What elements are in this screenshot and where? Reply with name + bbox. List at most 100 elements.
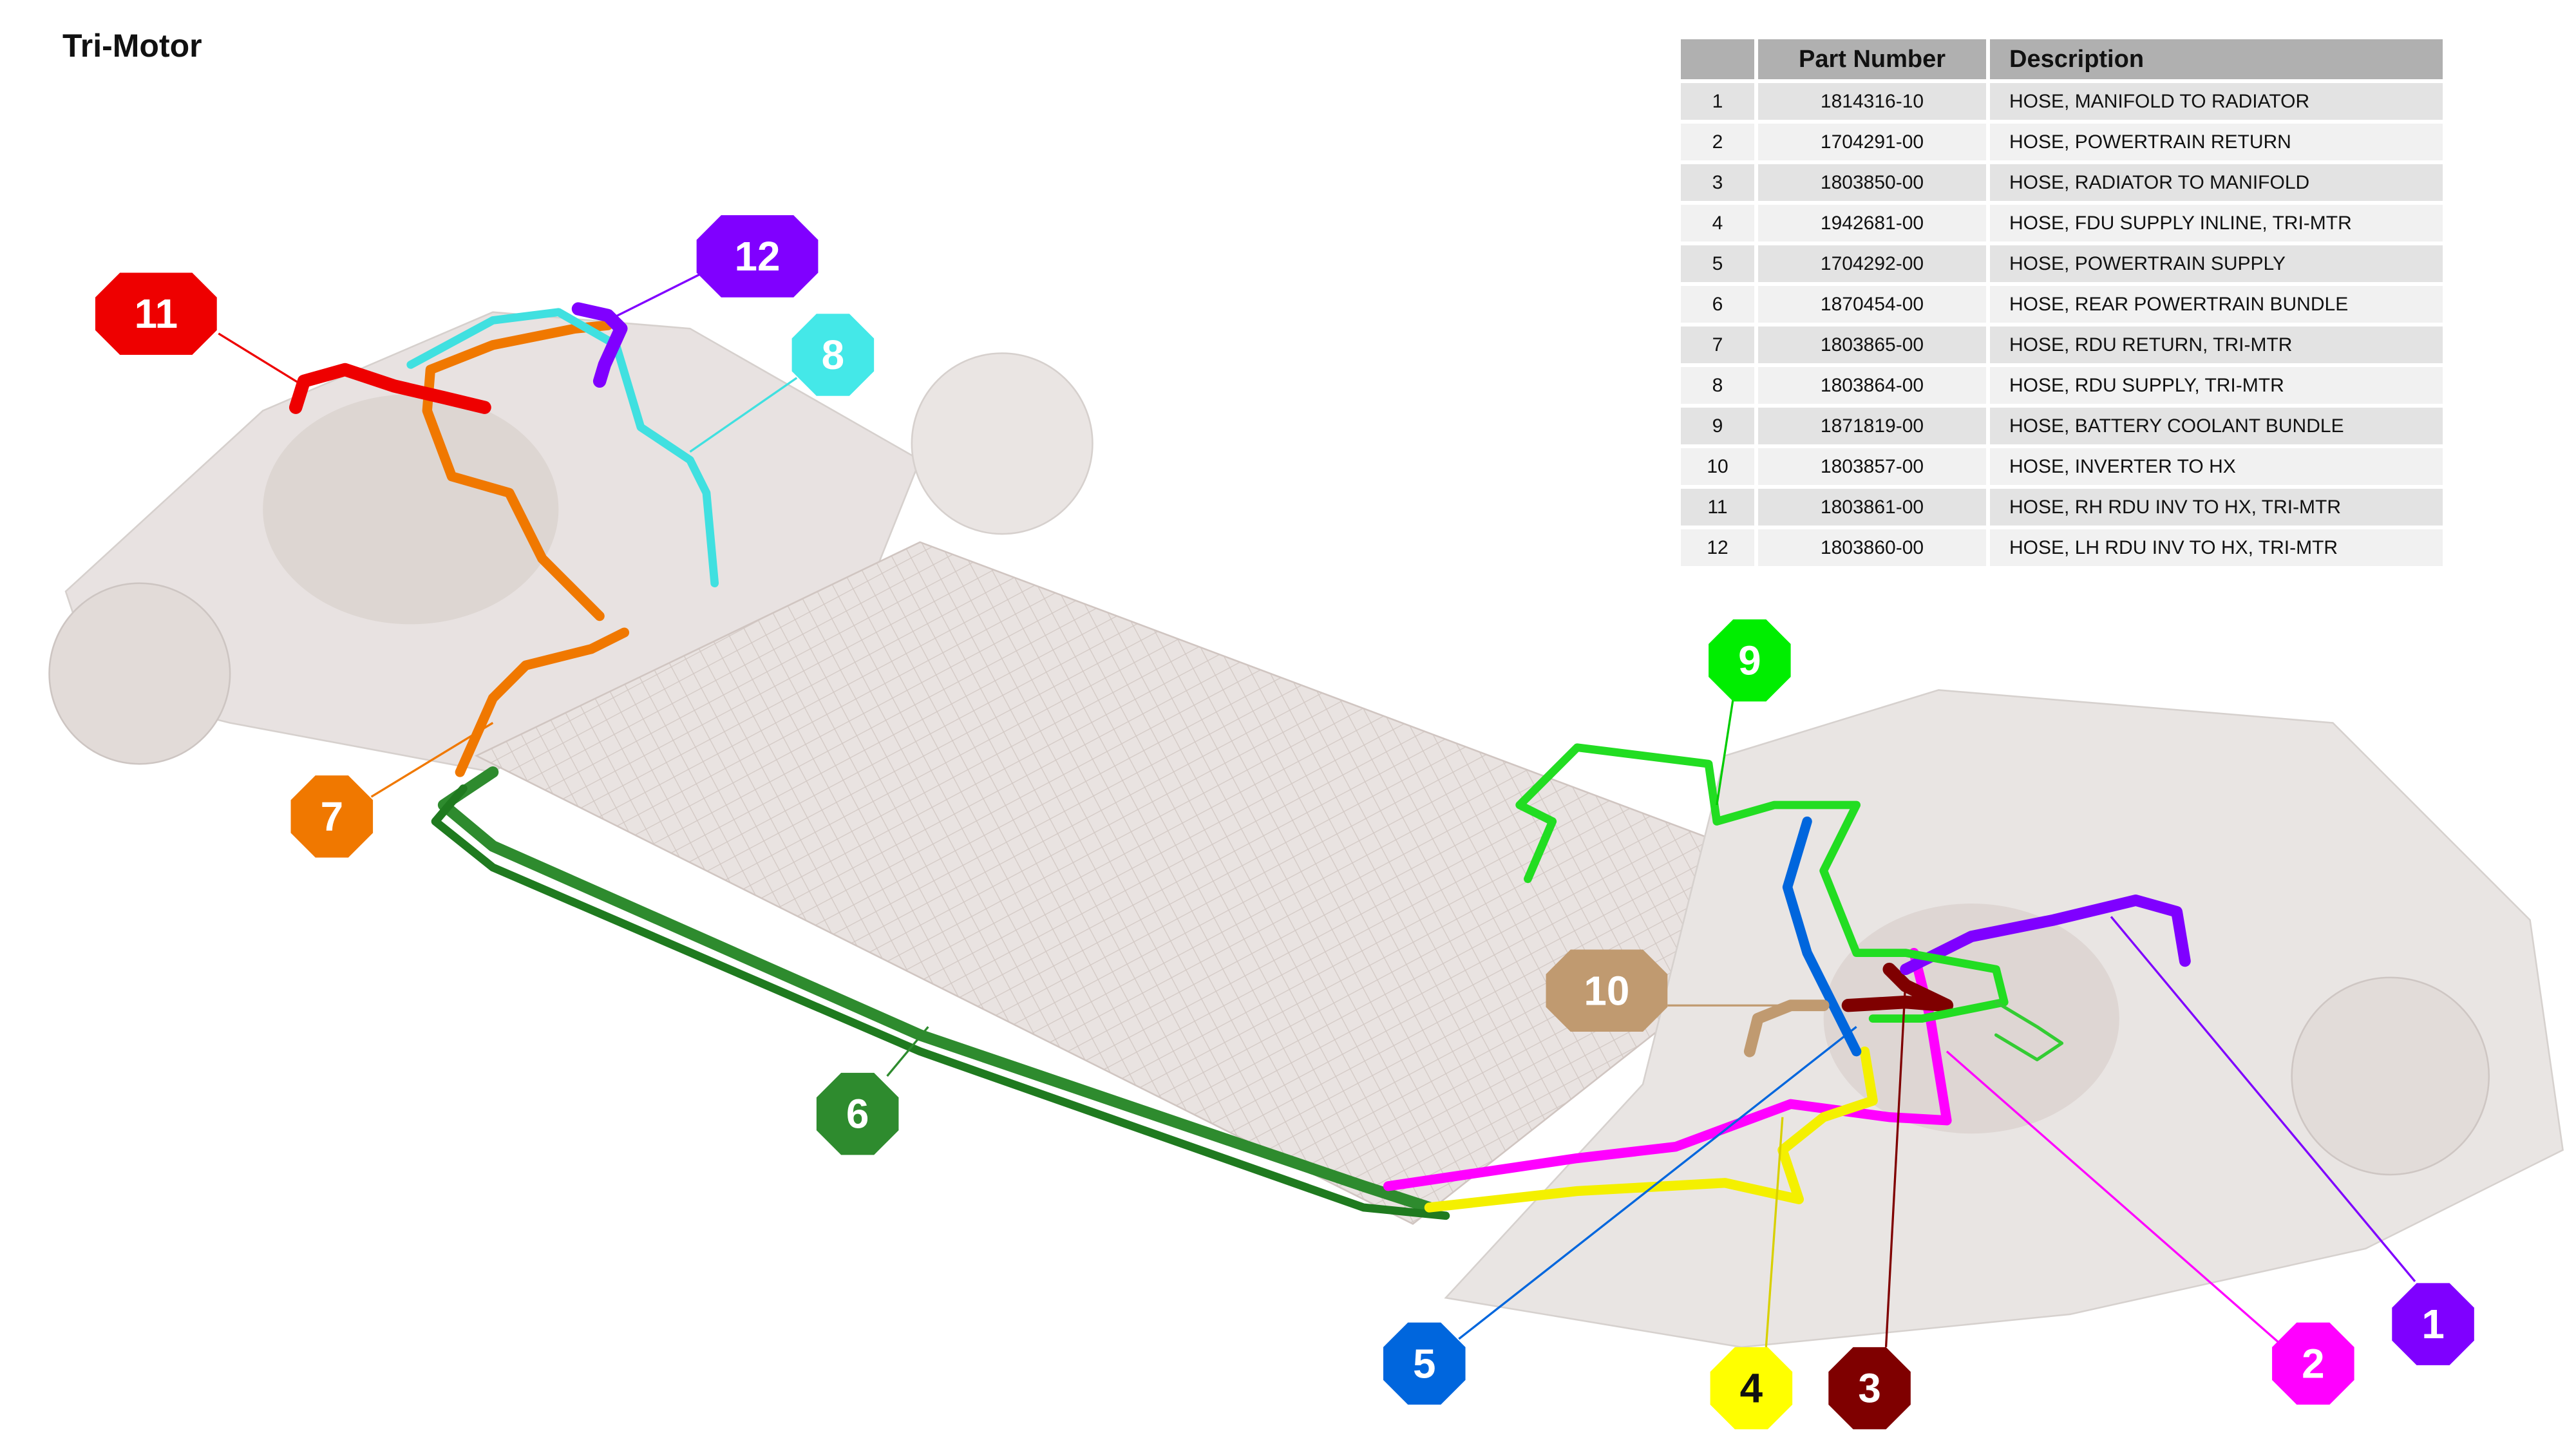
callout-2: 2 bbox=[2272, 1322, 2354, 1405]
callout-10: 10 bbox=[1546, 949, 1668, 1032]
leader-line-4 bbox=[1765, 1117, 1784, 1347]
svg-text:2: 2 bbox=[2302, 1340, 2324, 1387]
callout-6: 6 bbox=[816, 1072, 899, 1155]
index-cell: 9 bbox=[1681, 408, 1754, 444]
svg-text:1: 1 bbox=[2421, 1301, 2444, 1347]
hose-4 bbox=[1424, 1046, 1878, 1213]
description-cell: HOSE, MANIFOLD TO RADIATOR bbox=[1990, 83, 2443, 120]
rear-right-wheel-hub bbox=[911, 352, 1094, 535]
diagram-title: Tri-Motor bbox=[62, 28, 202, 64]
hose-6b bbox=[431, 784, 1450, 1220]
description-cell: HOSE, RADIATOR TO MANIFOLD bbox=[1990, 164, 2443, 201]
callout-5: 5 bbox=[1383, 1322, 1466, 1405]
index-cell: 4 bbox=[1681, 205, 1754, 242]
leader-line-8 bbox=[689, 377, 798, 453]
svg-text:3: 3 bbox=[1858, 1365, 1880, 1412]
hose-12 bbox=[571, 302, 628, 388]
rear-left-wheel-hub bbox=[48, 582, 231, 765]
hose-9b bbox=[1994, 1000, 2064, 1061]
part-number-cell: 1704291-00 bbox=[1758, 124, 1986, 160]
svg-text:10: 10 bbox=[1584, 967, 1629, 1014]
callout-8: 8 bbox=[791, 314, 875, 396]
leader-line-3 bbox=[1884, 977, 1907, 1347]
index-cell: 11 bbox=[1681, 489, 1754, 526]
leader-line-2 bbox=[1946, 1050, 2281, 1345]
svg-text:5: 5 bbox=[1413, 1340, 1435, 1387]
part-number-cell: 1871819-00 bbox=[1758, 408, 1986, 444]
svg-text:6: 6 bbox=[846, 1091, 869, 1137]
callout-12: 12 bbox=[696, 215, 819, 298]
front-wheel-hub bbox=[2291, 976, 2490, 1176]
callout-11: 11 bbox=[95, 272, 217, 355]
callout-3: 3 bbox=[1828, 1347, 1911, 1430]
hose-1 bbox=[1900, 895, 2191, 976]
description-cell: HOSE, INVERTER TO HX bbox=[1990, 448, 2443, 485]
front-drive-unit bbox=[1823, 904, 2119, 1134]
leader-line-5 bbox=[1458, 1026, 1857, 1340]
svg-text:12: 12 bbox=[735, 233, 781, 279]
hose-5 bbox=[1782, 816, 1862, 1057]
part-number-cell: 1803850-00 bbox=[1758, 164, 1986, 201]
description-cell: HOSE, BATTERY COOLANT BUNDLE bbox=[1990, 408, 2443, 444]
index-cell: 10 bbox=[1681, 448, 1754, 485]
leader-line-7 bbox=[370, 722, 494, 798]
header-index bbox=[1681, 39, 1754, 79]
index-cell: 8 bbox=[1681, 367, 1754, 404]
part-number-cell: 1803864-00 bbox=[1758, 367, 1986, 404]
hose-10 bbox=[1743, 999, 1830, 1057]
svg-text:9: 9 bbox=[1738, 638, 1761, 684]
description-cell: HOSE, REAR POWERTRAIN BUNDLE bbox=[1990, 286, 2443, 323]
index-cell: 2 bbox=[1681, 124, 1754, 160]
index-cell: 5 bbox=[1681, 245, 1754, 282]
header-description: Description bbox=[1990, 39, 2443, 79]
index-cell: 7 bbox=[1681, 327, 1754, 363]
leader-line-12 bbox=[607, 270, 707, 321]
callout-9: 9 bbox=[1709, 619, 1791, 702]
header-part-number: Part Number bbox=[1758, 39, 1986, 79]
part-number-cell: 1870454-00 bbox=[1758, 286, 1986, 323]
part-number-cell: 1803865-00 bbox=[1758, 327, 1986, 363]
index-cell: 3 bbox=[1681, 164, 1754, 201]
index-cell: 1 bbox=[1681, 83, 1754, 120]
description-cell: HOSE, POWERTRAIN RETURN bbox=[1990, 124, 2443, 160]
part-number-cell: 1942681-00 bbox=[1758, 205, 1986, 242]
rear-drive-unit bbox=[263, 394, 559, 625]
svg-text:7: 7 bbox=[321, 793, 343, 840]
table-header-row: Part Number Description bbox=[1681, 39, 2443, 79]
leader-line-6 bbox=[886, 1026, 929, 1077]
index-cell: 12 bbox=[1681, 529, 1754, 566]
svg-text:8: 8 bbox=[822, 332, 844, 378]
description-cell: HOSE, LH RDU INV TO HX, TRI-MTR bbox=[1990, 529, 2443, 566]
part-number-cell: 1803860-00 bbox=[1758, 529, 1986, 566]
hose-3 bbox=[1841, 962, 1954, 1012]
callout-1: 1 bbox=[2392, 1283, 2474, 1365]
callout-4: 4 bbox=[1710, 1347, 1793, 1430]
svg-text:4: 4 bbox=[1740, 1365, 1763, 1412]
part-number-cell: 1803857-00 bbox=[1758, 448, 1986, 485]
part-number-cell: 1814316-10 bbox=[1758, 83, 1986, 120]
index-cell: 6 bbox=[1681, 286, 1754, 323]
description-cell: HOSE, RH RDU INV TO HX, TRI-MTR bbox=[1990, 489, 2443, 526]
callout-7: 7 bbox=[290, 775, 374, 858]
leader-line-11 bbox=[218, 332, 305, 387]
hose-8 bbox=[406, 308, 719, 587]
leader-line-9 bbox=[1716, 697, 1734, 806]
hose-7 bbox=[422, 320, 630, 777]
svg-text:11: 11 bbox=[135, 290, 178, 337]
part-number-cell: 1704292-00 bbox=[1758, 245, 1986, 282]
description-cell: HOSE, POWERTRAIN SUPPLY bbox=[1990, 245, 2443, 282]
